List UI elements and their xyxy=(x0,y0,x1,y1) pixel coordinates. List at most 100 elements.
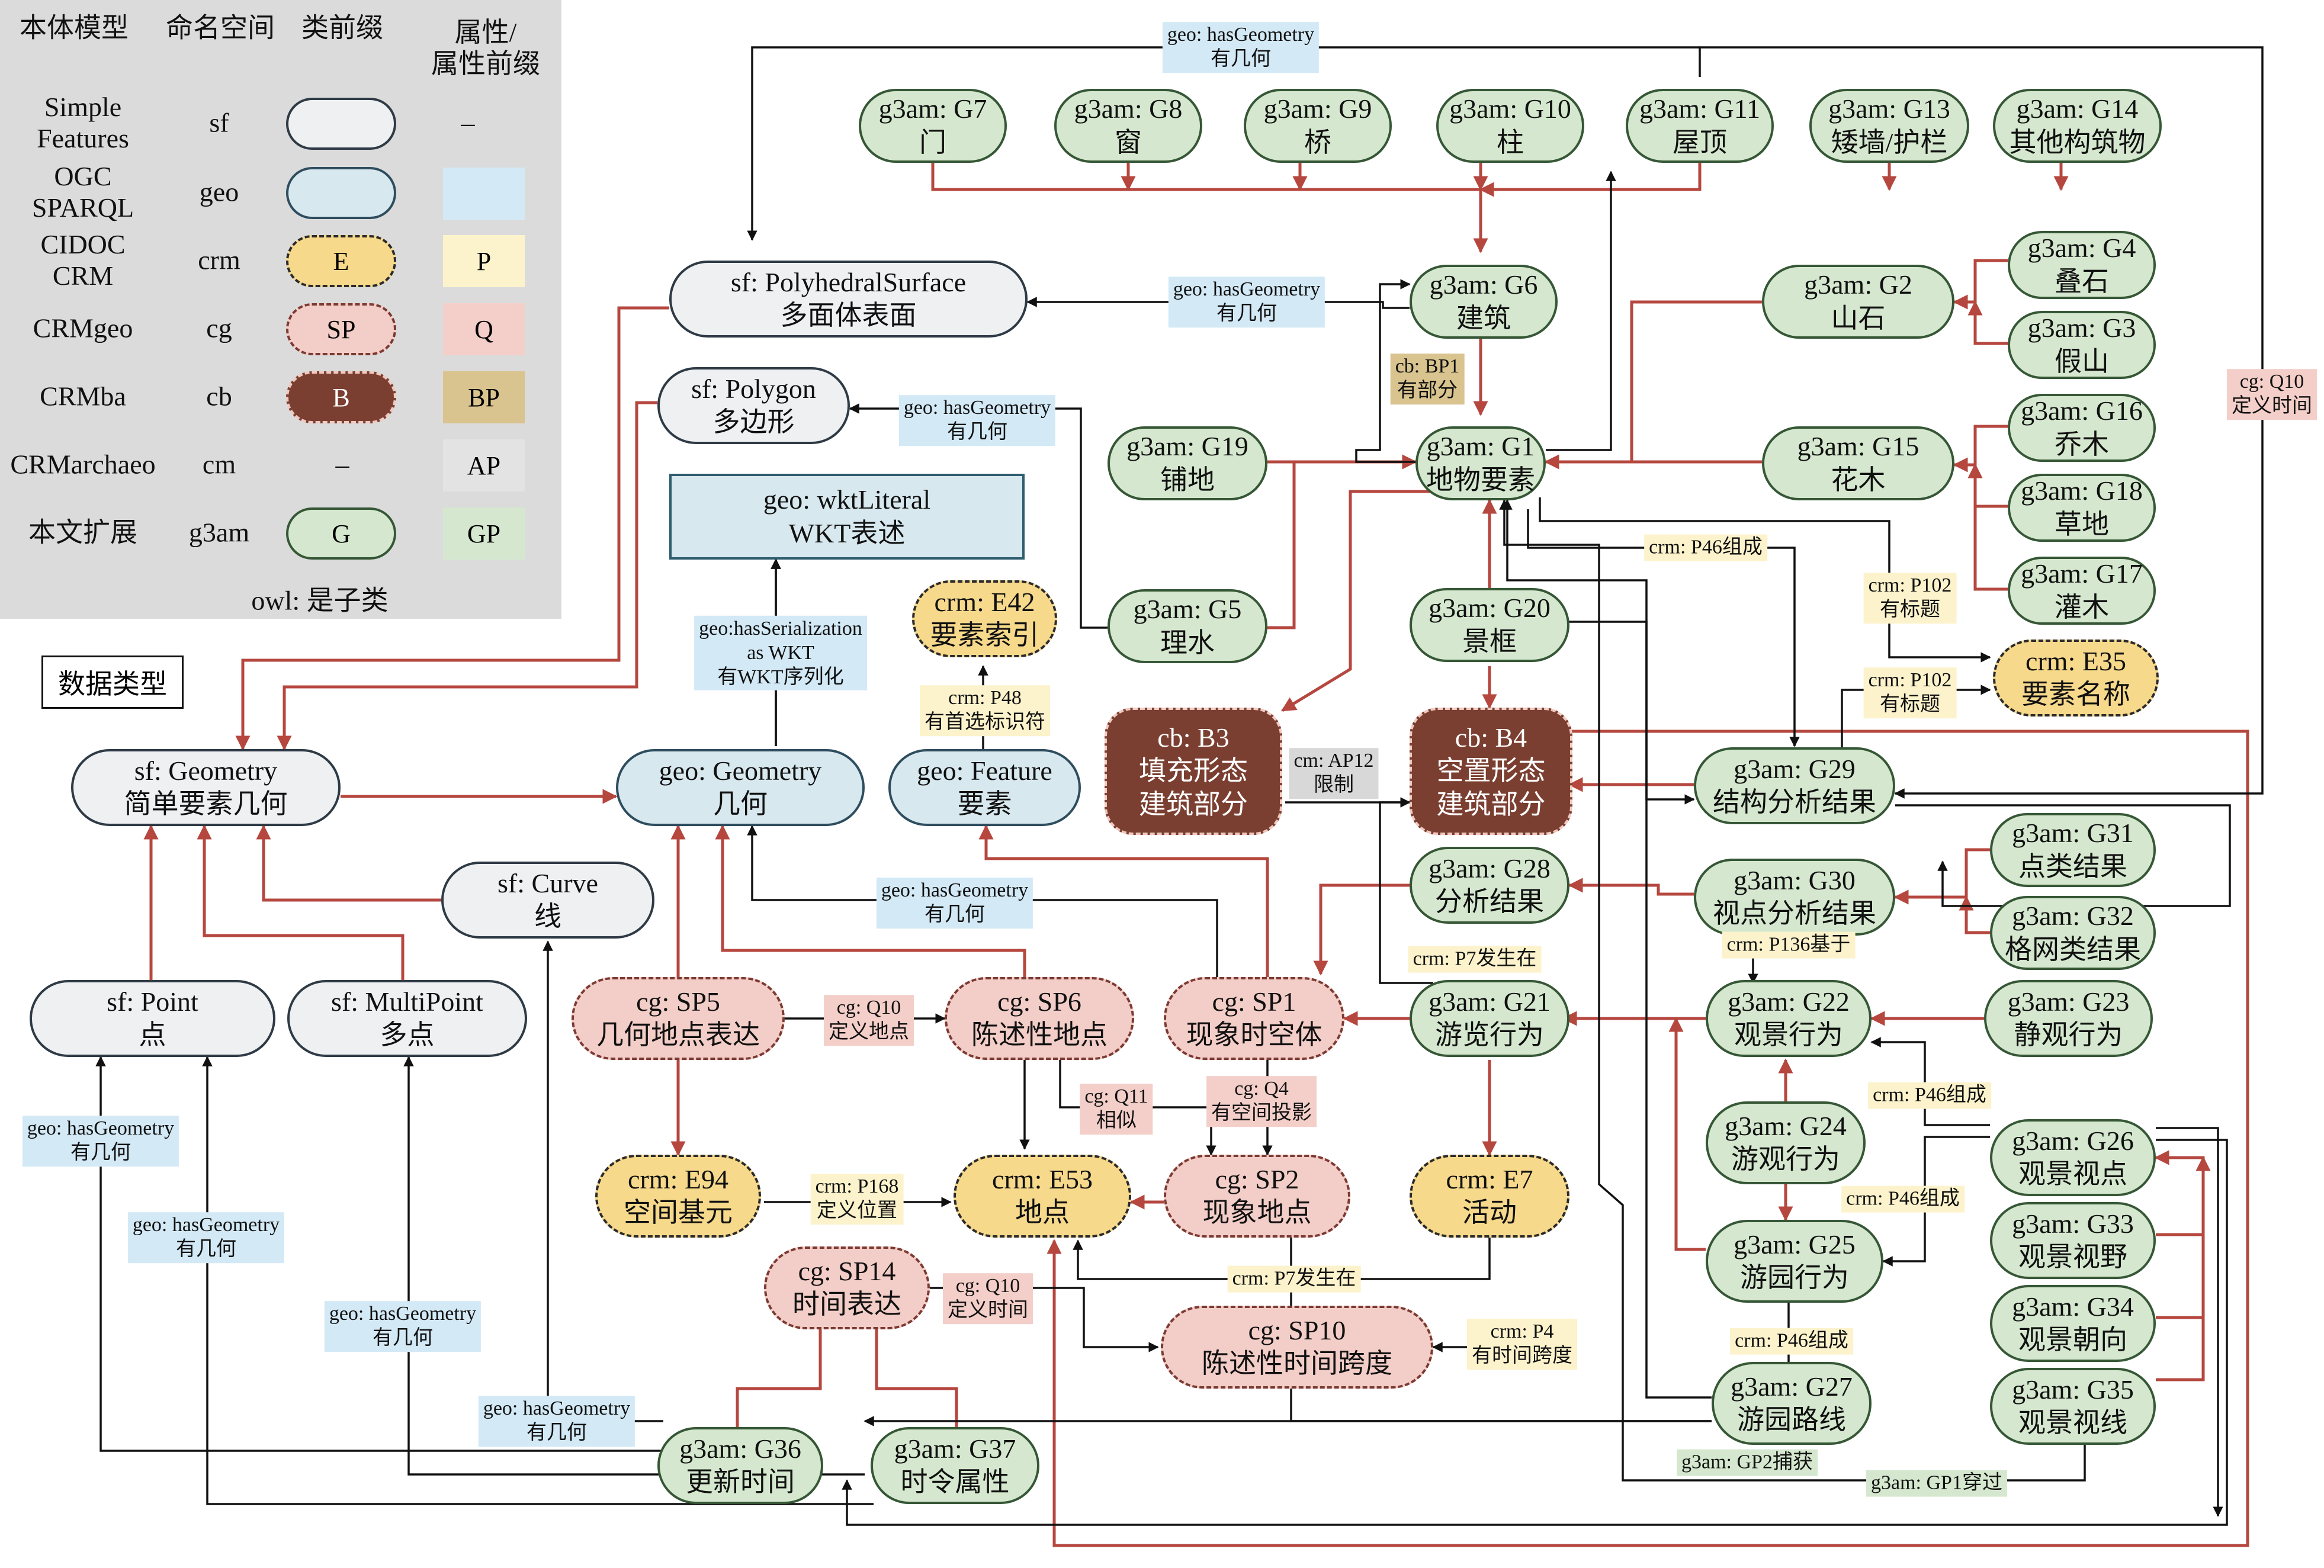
legend-model-cm: CRMarchaeo xyxy=(10,449,156,480)
link-g31-g30 xyxy=(1893,848,1990,905)
node-geogeom-l2: 几何 xyxy=(713,789,768,819)
node-g26-l2: 观景视点 xyxy=(2018,1159,2127,1189)
edge-label-p168-l2: 定义位置 xyxy=(817,1200,897,1222)
link-g3-g2 xyxy=(1967,300,2008,345)
legend-panel: 本体模型 命名空间 类前缀 属性/ 属性前缀 Simple Features s… xyxy=(0,0,561,619)
node-polysurf-l2: 多面体表面 xyxy=(780,300,917,330)
node-g1-l2: 地物要素 xyxy=(1426,464,1535,495)
node-g35-l2: 观景视线 xyxy=(2018,1408,2127,1438)
link-g26-bottom2 xyxy=(2156,1127,2223,1517)
node-g4-l1: g3am: G4 xyxy=(2027,233,2136,264)
link-b4-e53 xyxy=(1047,730,2249,1547)
edge-label-p48-l1: crm: P48 xyxy=(948,687,1022,709)
node-g15-l1: g3am: G15 xyxy=(1797,431,1919,462)
edge-label-q10-right-l2: 定义时间 xyxy=(2232,395,2312,417)
edge-label-q4-l2: 有空间投影 xyxy=(1211,1102,1312,1124)
node-geofeat-l1: geo: Feature xyxy=(917,755,1052,786)
node-b3-l3: 建筑部分 xyxy=(1139,789,1248,820)
node-sp1-l2: 现象时空体 xyxy=(1186,1020,1323,1050)
legend-model-crm: CIDOC CRM xyxy=(40,229,126,291)
legend-subclass-label: owl: 是子类 xyxy=(251,585,389,616)
node-sp14-l2: 时间表达 xyxy=(792,1289,901,1319)
legend-header-model: 本体模型 xyxy=(20,12,129,43)
legend-prop-sf: – xyxy=(461,107,475,138)
node-g15-l2: 花木 xyxy=(1831,464,1886,495)
node-sp10-l2: 陈述性时间跨度 xyxy=(1202,1348,1392,1379)
node-g17-l1: g3am: G17 xyxy=(2021,558,2143,589)
node-e94-l1: crm: E94 xyxy=(628,1164,728,1194)
link-mp-sfgeom xyxy=(197,824,405,980)
node-multipoint-l1: sf: MultiPoint xyxy=(331,986,483,1017)
edge-label-hg-top-l2: 有几何 xyxy=(1211,48,1271,70)
legend-header-namespace: 命名空间 xyxy=(166,12,275,43)
node-sfgeom-l2: 简单要素几何 xyxy=(124,789,288,819)
edge-label-hg-g6-l2: 有几何 xyxy=(1216,303,1277,324)
node-g14-l1: g3am: G14 xyxy=(2016,94,2139,124)
node-g10-l1: g3am: G10 xyxy=(1449,94,1571,124)
node-g7-l1: g3am: G7 xyxy=(878,94,987,124)
link-g30-g28 xyxy=(1568,878,1694,896)
link-g4-g2 xyxy=(1953,259,2008,310)
node-b3-l2: 填充形态 xyxy=(1139,756,1248,786)
node-g16-l1: g3am: G16 xyxy=(2021,396,2143,426)
node-sp5-l1: cg: SP5 xyxy=(636,986,720,1017)
legend-class-swatch-cb: B xyxy=(286,371,396,423)
node-g2-l1: g3am: G2 xyxy=(1804,269,1912,300)
edge-label-q10-right-l1: cg: Q10 xyxy=(2239,371,2304,393)
legend-model-sf: Simple Features xyxy=(37,92,129,153)
node-g11-l2: 屋顶 xyxy=(1673,127,1727,158)
node-g36-l1: g3am: G36 xyxy=(679,1433,801,1464)
edge-label-hg-sp1-l2: 有几何 xyxy=(925,904,985,926)
edge-label-p46-g27-l1: crm: P46组成 xyxy=(1735,1329,1848,1352)
node-e94-l2: 空间基元 xyxy=(624,1197,733,1228)
link-g36-sp14 xyxy=(736,1307,828,1427)
edge-label-q10-sp6-l2: 定义地点 xyxy=(829,1021,909,1043)
node-g25-l2: 游园行为 xyxy=(1740,1262,1849,1293)
node-g20-l2: 景框 xyxy=(1462,626,1517,657)
legend-ns-cb: cb xyxy=(206,381,232,412)
link-g37-sp14 xyxy=(869,1307,958,1427)
edge-label-hg-mp-l1: geo: hasGeometry xyxy=(132,1214,280,1236)
edge-label-p4-l2: 有时间跨度 xyxy=(1472,1345,1572,1367)
datatype-tag: 数据类型 xyxy=(41,656,184,709)
node-sp2-l1: cg: SP2 xyxy=(1215,1164,1299,1194)
edge-label-q11-l1: cg: Q11 xyxy=(1084,1085,1148,1108)
link-g5-g1 xyxy=(1267,454,1417,629)
node-e42-l1: crm: E42 xyxy=(934,586,1035,617)
link-g7-g6 xyxy=(931,163,1488,253)
edge-label-hg-e53-l1: geo: hasGeometry xyxy=(329,1303,477,1325)
node-g7-l2: 门 xyxy=(919,127,946,158)
edge-label-hg-mp-l2: 有几何 xyxy=(176,1238,236,1260)
edge-label-p46-g1-l1: crm: P46组成 xyxy=(1649,536,1763,558)
link-g18-g15 xyxy=(1967,463,2008,508)
legend-class-swatch-geo xyxy=(286,167,396,219)
node-wkt-l2: WKT表述 xyxy=(788,518,906,548)
node-g5-l2: 理水 xyxy=(1160,627,1215,658)
node-g23-l1: g3am: G23 xyxy=(2007,986,2130,1017)
edge-label-gp1: g3am: GP1穿过 xyxy=(1866,1470,2007,1497)
link-g1-e35 xyxy=(1539,497,1991,663)
link-g11-g6 xyxy=(1479,163,1702,197)
node-g31-l1: g3am: G31 xyxy=(2012,818,2134,849)
legend-prop-swatch-crm: P xyxy=(443,235,525,287)
link-g35-gp1 xyxy=(1499,499,2086,1482)
legend-class-swatch-crm: E xyxy=(286,235,396,287)
